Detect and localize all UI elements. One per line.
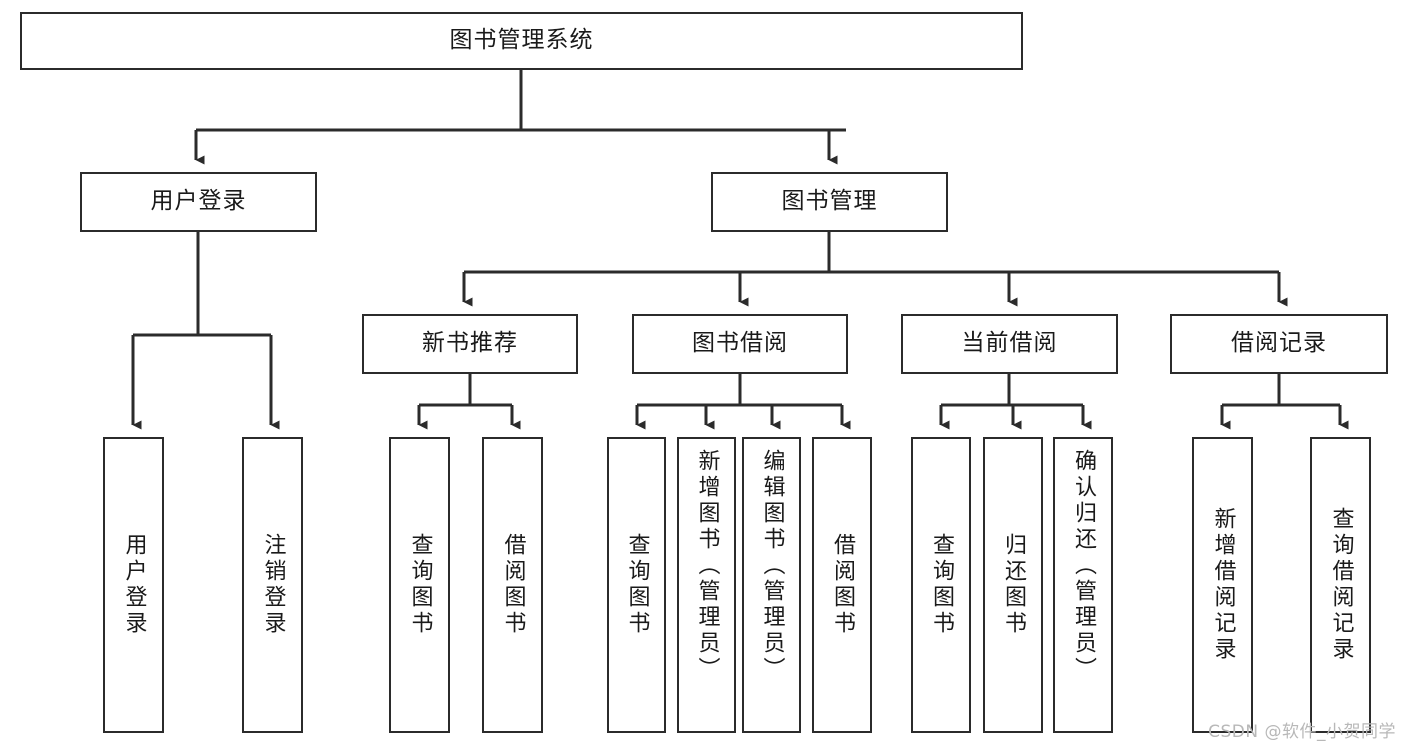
node-leaf-query-book-1-label: 查询图书 — [407, 533, 433, 637]
node-borrow-record[interactable]: 借阅记录 — [1170, 314, 1388, 374]
node-book-manage[interactable]: 图书管理 — [711, 172, 948, 232]
node-leaf-user-login[interactable]: 用户登录 — [103, 437, 164, 733]
node-leaf-edit-book-label: 编辑图书（管理员） — [759, 449, 785, 683]
node-leaf-return-book[interactable]: 归还图书 — [983, 437, 1043, 733]
node-leaf-borrow-book-1-label: 借阅图书 — [500, 533, 526, 637]
node-leaf-logout[interactable]: 注销登录 — [242, 437, 303, 733]
node-user-login[interactable]: 用户登录 — [80, 172, 317, 232]
node-leaf-query-record[interactable]: 查询借阅记录 — [1310, 437, 1371, 733]
node-root-label: 图书管理系统 — [449, 27, 594, 54]
node-leaf-confirm-return[interactable]: 确认归还（管理员） — [1053, 437, 1113, 733]
node-leaf-add-book-label: 新增图书（管理员） — [694, 449, 720, 683]
node-leaf-add-record-label: 新增借阅记录 — [1210, 507, 1236, 663]
node-leaf-add-book[interactable]: 新增图书（管理员） — [677, 437, 736, 733]
node-leaf-query-book-2[interactable]: 查询图书 — [607, 437, 666, 733]
node-leaf-user-login-label: 用户登录 — [121, 533, 147, 637]
node-leaf-query-book-2-label: 查询图书 — [624, 533, 650, 637]
node-user-login-label: 用户登录 — [150, 188, 247, 215]
node-leaf-add-record[interactable]: 新增借阅记录 — [1192, 437, 1253, 733]
node-book-borrow-label: 图书借阅 — [692, 330, 788, 357]
node-borrow-record-label: 借阅记录 — [1231, 330, 1327, 357]
node-root[interactable]: 图书管理系统 — [20, 12, 1023, 70]
node-current-borrow[interactable]: 当前借阅 — [901, 314, 1118, 374]
csdn-watermark: CSDN @软件_小贺同学 — [1208, 722, 1396, 742]
node-leaf-query-book-3[interactable]: 查询图书 — [911, 437, 971, 733]
node-leaf-query-book-3-label: 查询图书 — [929, 533, 954, 637]
node-new-book-rec-label: 新书推荐 — [422, 330, 518, 357]
node-leaf-borrow-book-2[interactable]: 借阅图书 — [812, 437, 872, 733]
node-leaf-query-record-label: 查询借阅记录 — [1328, 507, 1354, 663]
node-book-manage-label: 图书管理 — [781, 188, 878, 215]
node-leaf-edit-book[interactable]: 编辑图书（管理员） — [742, 437, 801, 733]
node-current-borrow-label: 当前借阅 — [961, 330, 1058, 357]
node-leaf-query-book-1[interactable]: 查询图书 — [389, 437, 450, 733]
node-leaf-confirm-return-label: 确认归还（管理员） — [1071, 449, 1096, 683]
node-leaf-return-book-label: 归还图书 — [1001, 533, 1026, 637]
node-new-book-rec[interactable]: 新书推荐 — [362, 314, 578, 374]
node-leaf-logout-label: 注销登录 — [260, 533, 286, 637]
node-book-borrow[interactable]: 图书借阅 — [632, 314, 848, 374]
node-leaf-borrow-book-1[interactable]: 借阅图书 — [482, 437, 543, 733]
node-leaf-borrow-book-2-label: 借阅图书 — [830, 533, 855, 637]
